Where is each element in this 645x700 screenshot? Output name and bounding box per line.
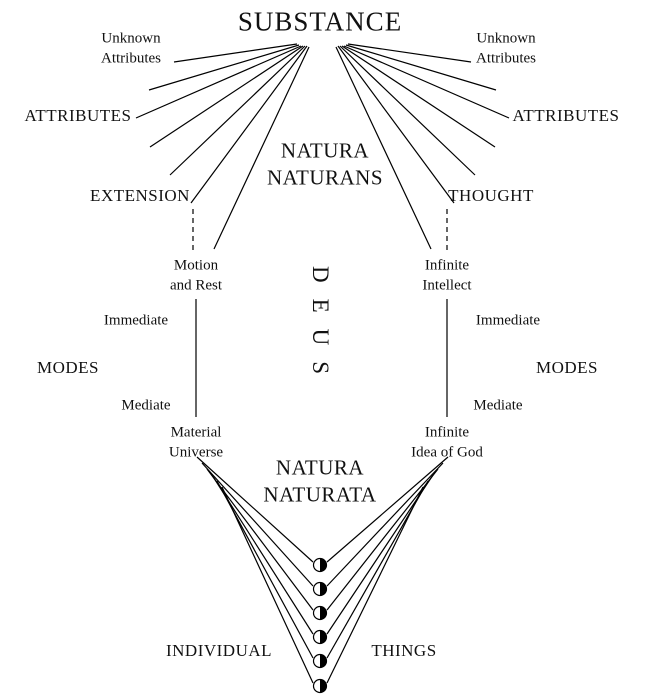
immediate-right-label: Immediate [475, 312, 541, 329]
attributes-left-label: ATTRIBUTES [24, 105, 132, 125]
unknown-attributes-right-line2: Attributes [476, 50, 536, 66]
thought-label: THOUGHT [448, 185, 534, 205]
half-filled-circle-icon [312, 629, 328, 645]
motion-and-rest-line1: Motion [173, 257, 219, 274]
unknown-attributes-left-line2: Attributes [101, 50, 161, 66]
infinite-intellect-label: Infinite Intellect [422, 257, 471, 296]
substance-label: SUBSTANCE [237, 6, 403, 37]
mediate-right-label: Mediate [473, 397, 523, 414]
material-universe-line1: Material [170, 424, 222, 441]
attributes-right-label: ATTRIBUTES [512, 105, 620, 125]
unknown-attributes-left-line1: Unknown [101, 30, 161, 47]
deus-label: DEUS [308, 265, 333, 391]
half-filled-circle-icon [312, 653, 328, 669]
things-label: THINGS [371, 640, 437, 660]
material-universe-label: Material Universe [169, 424, 223, 463]
natura-naturata-label: NATURA NATURATA [263, 455, 376, 510]
natura-naturata-line1: NATURA [275, 455, 365, 480]
half-filled-circle-icon [312, 678, 328, 694]
half-filled-circle-icon [312, 581, 328, 597]
natura-naturans-line1: NATURA [280, 138, 370, 163]
immediate-left-label: Immediate [103, 312, 169, 329]
mediate-left-label: Mediate [121, 397, 171, 414]
upper-left-fan [135, 43, 310, 250]
lower-right-fan [326, 456, 449, 684]
extension-label: EXTENSION [90, 185, 190, 205]
motion-and-rest-label: Motion and Rest [170, 257, 222, 296]
unknown-attributes-left-label: Unknown Attributes [101, 30, 161, 69]
unknown-attributes-right-line1: Unknown [476, 30, 536, 47]
individual-label: INDIVIDUAL [165, 640, 273, 660]
material-universe-line2: Universe [168, 444, 224, 460]
unknown-attributes-right-label: Unknown Attributes [476, 30, 536, 69]
infinite-idea-of-god-line1: Infinite [424, 424, 470, 441]
motion-and-rest-line2: and Rest [169, 277, 223, 293]
half-filled-circle-icon [312, 557, 328, 573]
infinite-intellect-line2: Intellect [422, 277, 472, 293]
upper-right-fan [335, 43, 510, 250]
modes-right-label: MODES [535, 357, 599, 377]
natura-naturata-line2: NATURATA [263, 483, 377, 507]
natura-naturans-line2: NATURANS [266, 166, 384, 190]
infinite-intellect-line1: Infinite [424, 257, 470, 274]
infinite-idea-of-god-label: Infinite Idea of God [411, 424, 483, 463]
infinite-idea-of-god-line2: Idea of God [411, 444, 483, 460]
half-filled-circle-icon [312, 605, 328, 621]
natura-naturans-label: NATURA NATURANS [267, 138, 383, 193]
lower-left-fan [196, 456, 314, 684]
modes-left-label: MODES [36, 357, 100, 377]
individual-things-nodes [312, 557, 328, 694]
